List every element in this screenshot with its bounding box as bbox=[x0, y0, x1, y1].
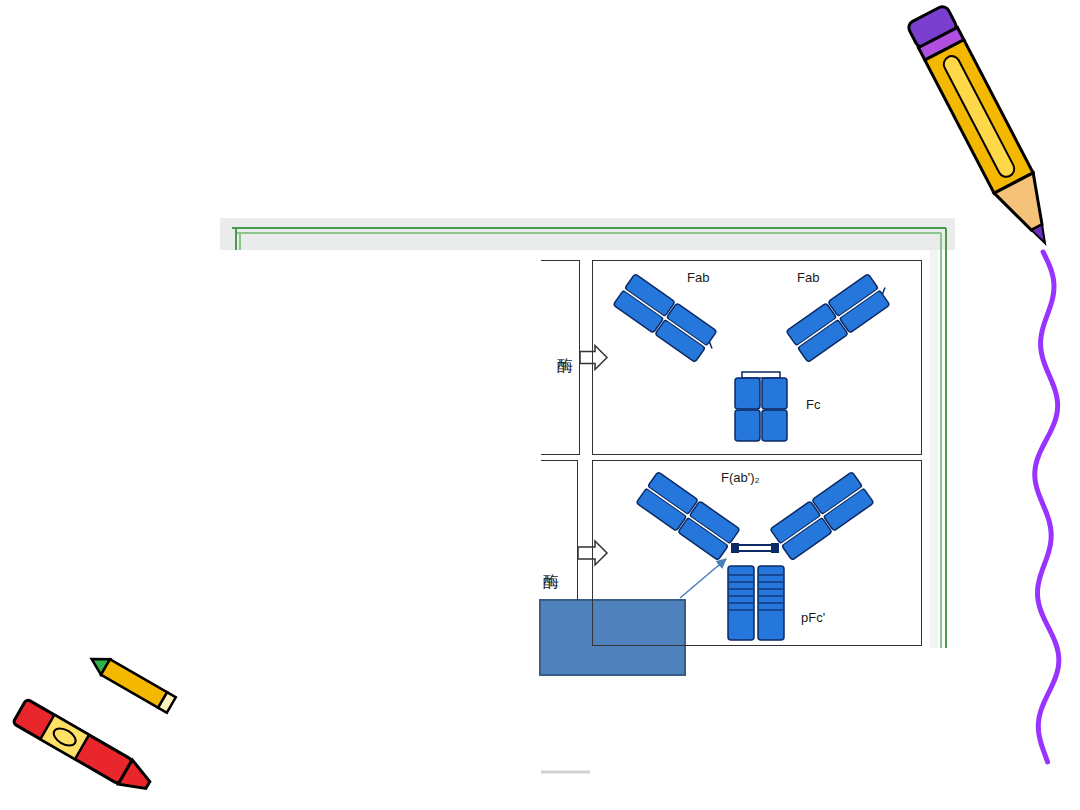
pencil-decoration-part bbox=[158, 692, 176, 713]
fc-fragment-part bbox=[735, 410, 760, 441]
fragment-label: F(ab')₂ bbox=[721, 471, 760, 486]
pencil-decoration-part bbox=[1031, 225, 1050, 247]
pfc-fragment-part bbox=[729, 609, 753, 610]
leader-line bbox=[680, 559, 726, 598]
pencil-decoration bbox=[87, 651, 176, 713]
wavy-line-decoration-part bbox=[1035, 252, 1059, 762]
fab-fragment-part bbox=[707, 342, 714, 349]
enzyme-label: 酶 bbox=[557, 357, 573, 375]
pfc-fragment-part bbox=[729, 602, 753, 603]
pfc-fragment bbox=[728, 566, 784, 640]
fab-fragment bbox=[786, 270, 895, 362]
picture-frame-part bbox=[541, 771, 590, 774]
hollow-arrow bbox=[580, 346, 607, 370]
picture-frame-part bbox=[945, 228, 947, 648]
crayon-decoration-part bbox=[118, 760, 155, 797]
hinge-region-part bbox=[733, 544, 777, 546]
pfc-fragment-part bbox=[759, 595, 783, 596]
pencil-decoration-part bbox=[941, 53, 1017, 179]
crayon-decoration-part bbox=[40, 715, 89, 759]
pfc-fragment-part bbox=[758, 566, 784, 640]
pfc-fragment-part bbox=[729, 574, 753, 575]
fab-fragment-part bbox=[880, 288, 887, 295]
fragment-label: Fab bbox=[797, 271, 819, 286]
fragment-panel: F(ab')₂ pFc' bbox=[592, 460, 922, 646]
picture-frame-part bbox=[220, 218, 955, 250]
fc-fragment-part bbox=[735, 378, 760, 409]
fc-fragment-part bbox=[742, 372, 780, 378]
fragment-label: Fc bbox=[806, 398, 820, 413]
enzyme-label: 酶 bbox=[543, 573, 559, 591]
fab-fragment-part bbox=[624, 289, 706, 346]
pencil-decoration-part bbox=[101, 659, 167, 708]
picture-frame-part bbox=[235, 228, 237, 250]
picture-frame-part bbox=[940, 233, 942, 648]
fragment-panel: 酶 bbox=[541, 460, 578, 600]
fab-arm-part bbox=[781, 487, 863, 544]
pencil-decoration bbox=[906, 4, 1064, 253]
picture-frame bbox=[220, 218, 955, 772]
hinge-region-part bbox=[733, 550, 777, 552]
fab-fragment bbox=[613, 274, 722, 366]
crayon-decoration bbox=[13, 699, 155, 797]
fc-fragment-part bbox=[762, 378, 787, 409]
callout-box bbox=[540, 600, 685, 675]
pfc-fragment-part bbox=[759, 574, 783, 575]
fragment-label: pFc' bbox=[801, 611, 825, 626]
crayon-decoration-part bbox=[13, 699, 133, 784]
fab-arm bbox=[770, 472, 874, 560]
hinge-region-part bbox=[771, 543, 779, 553]
hinge-region-part bbox=[731, 543, 739, 553]
fc-fragment-part bbox=[762, 410, 787, 441]
hinge-region bbox=[731, 543, 779, 553]
crayon-decoration-part bbox=[51, 725, 79, 749]
fab-arm-part bbox=[647, 487, 729, 544]
pfc-fragment-part bbox=[729, 595, 753, 596]
fc-fragment bbox=[735, 372, 787, 441]
fab-arm bbox=[636, 472, 740, 560]
pfc-fragment-part bbox=[759, 588, 783, 589]
pfc-fragment-part bbox=[729, 588, 753, 589]
pfc-fragment-part bbox=[728, 566, 754, 640]
fragment-label: Fab bbox=[687, 271, 709, 286]
pfc-fragment-part bbox=[759, 581, 783, 582]
pfc-fragment-part bbox=[759, 609, 783, 610]
picture-frame-part bbox=[239, 233, 241, 250]
wavy-line-decoration bbox=[1035, 252, 1059, 762]
fragment-panel: 酶 bbox=[541, 260, 580, 455]
pfc-fragment-part bbox=[729, 581, 753, 582]
pencil-decoration-part bbox=[994, 173, 1056, 238]
pfc-fragment-part bbox=[759, 602, 783, 603]
fragment-panel: Fab FabFc bbox=[592, 260, 922, 455]
pencil-decoration-part bbox=[925, 40, 1033, 193]
fab-fragment-part bbox=[797, 289, 879, 346]
picture-frame-part bbox=[232, 227, 946, 229]
picture-frame-part bbox=[930, 250, 938, 648]
picture-frame-part bbox=[236, 232, 941, 234]
